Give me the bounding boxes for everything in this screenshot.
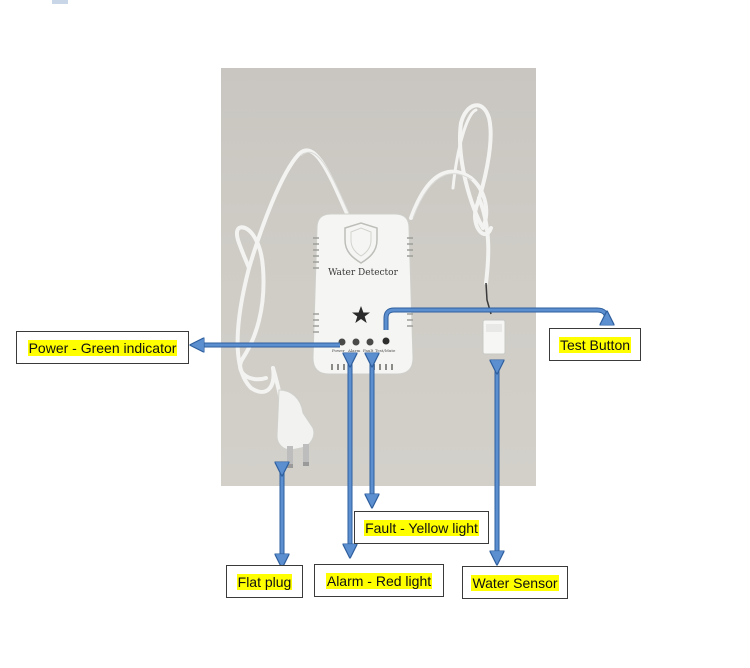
test-mute-button xyxy=(382,337,390,345)
callout-fault-text: Fault - Yellow light xyxy=(364,519,479,536)
callout-water-sensor: Water Sensor xyxy=(462,566,568,599)
callout-flat-plug-text: Flat plug xyxy=(236,573,293,590)
callout-alarm: Alarm - Red light xyxy=(314,564,444,597)
sensor-cable xyxy=(409,169,489,230)
flat-plug xyxy=(276,389,315,468)
callout-flat-plug: Flat plug xyxy=(226,565,303,598)
device-label: Water Detector xyxy=(328,268,398,278)
indicator-label-test-mute: Test/Mute xyxy=(375,348,396,353)
corner-mark xyxy=(52,0,68,4)
indicator-label-alarm: Alarm xyxy=(348,348,361,353)
fault-led xyxy=(366,338,374,346)
shield-icon xyxy=(344,222,378,264)
alarm-led xyxy=(352,338,360,346)
detector-body xyxy=(312,213,414,375)
callout-water-sensor-text: Water Sensor xyxy=(471,574,559,591)
callout-power-text: Power - Green indicator xyxy=(27,339,178,356)
power-led xyxy=(338,338,346,346)
star-icon xyxy=(352,306,370,323)
callout-test-button-text: Test Button xyxy=(558,336,632,353)
indicator-label-fault: Fault xyxy=(363,348,374,353)
callout-alarm-text: Alarm - Red light xyxy=(325,572,433,589)
arrow-test-button xyxy=(384,308,607,330)
callout-power: Power - Green indicator xyxy=(16,331,189,364)
photo-illustration xyxy=(234,103,506,468)
callout-fault: Fault - Yellow light xyxy=(354,511,489,544)
callout-test-button: Test Button xyxy=(549,328,641,361)
indicator-label-power: Power xyxy=(332,348,345,353)
